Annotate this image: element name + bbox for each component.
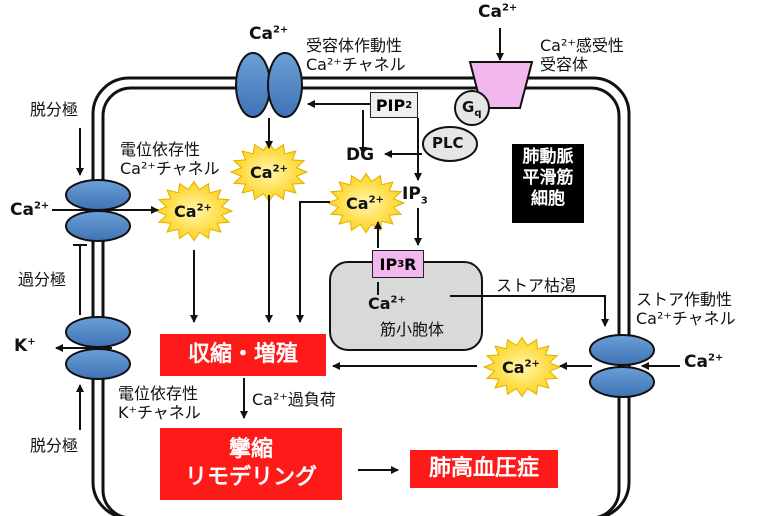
outside-ca-left: Ca2+ [10,200,50,220]
arrows [52,28,680,474]
ca-burst-label-right: Ca2+ [502,358,540,377]
receptor-operated-ca-channel [235,52,303,118]
store-operated-ca-channel [589,334,655,398]
ca-overload-label: Ca²⁺過負荷 [252,390,336,409]
plc-ellipse [422,126,478,162]
spasm-remodeling-box: 攣縮 リモデリング [160,428,342,500]
cell-membrane-outer [91,76,631,516]
gq-label: Gq [462,98,482,119]
cell-membrane-inner [101,86,621,516]
hyperpolarization-label: 過分極 [18,270,67,289]
ip3-label: IP3 [402,184,428,207]
pah-box: 肺高血圧症 [410,450,558,488]
ca-burst-receptor [229,141,309,203]
sr-label: 筋小胞体 [380,320,445,339]
plc-label: PLC [432,134,464,152]
gq-circle [454,90,490,126]
ca-burst-label-center: Ca2+ [346,194,384,213]
receptor-channel-ca: Ca2+ [249,24,289,44]
ca-sensing-receptor-label: Ca²⁺感受性 受容体 [540,36,624,74]
outside-ca-top: Ca2+ [478,2,518,22]
ca-bursts [154,141,562,398]
outside-k-left: K+ [14,336,36,356]
outside-ca-right: Ca2+ [684,352,724,372]
ca-burst-label-receptor: Ca2+ [250,163,288,182]
ca-burst-label-left: Ca2+ [174,202,212,221]
store-operated-channel-label: ストア作動性 Ca²⁺チャネル [636,290,736,328]
depolarization-bottom-label: 脱分極 [30,436,79,455]
store-depletion-label: ストア枯渇 [496,276,577,295]
voltage-ca-channel-label: 電位依存性 Ca²⁺チャネル [120,140,220,178]
cell-type-label: 肺動脈 平滑筋 細胞 [512,144,584,223]
dg-label: DG [346,145,375,165]
receptor-operated-channel-label: 受容体作動性 Ca²⁺チャネル [306,36,406,74]
ca-burst-right [482,336,562,398]
contraction-proliferation-box: 収縮・増殖 [160,334,326,376]
depolarization-top-label: 脱分極 [30,100,79,119]
voltage-k-channel-label: 電位依存性 K⁺チャネル [118,384,201,422]
sr-ca-label: Ca2+ [368,294,406,313]
voltage-k-channel [65,316,131,380]
